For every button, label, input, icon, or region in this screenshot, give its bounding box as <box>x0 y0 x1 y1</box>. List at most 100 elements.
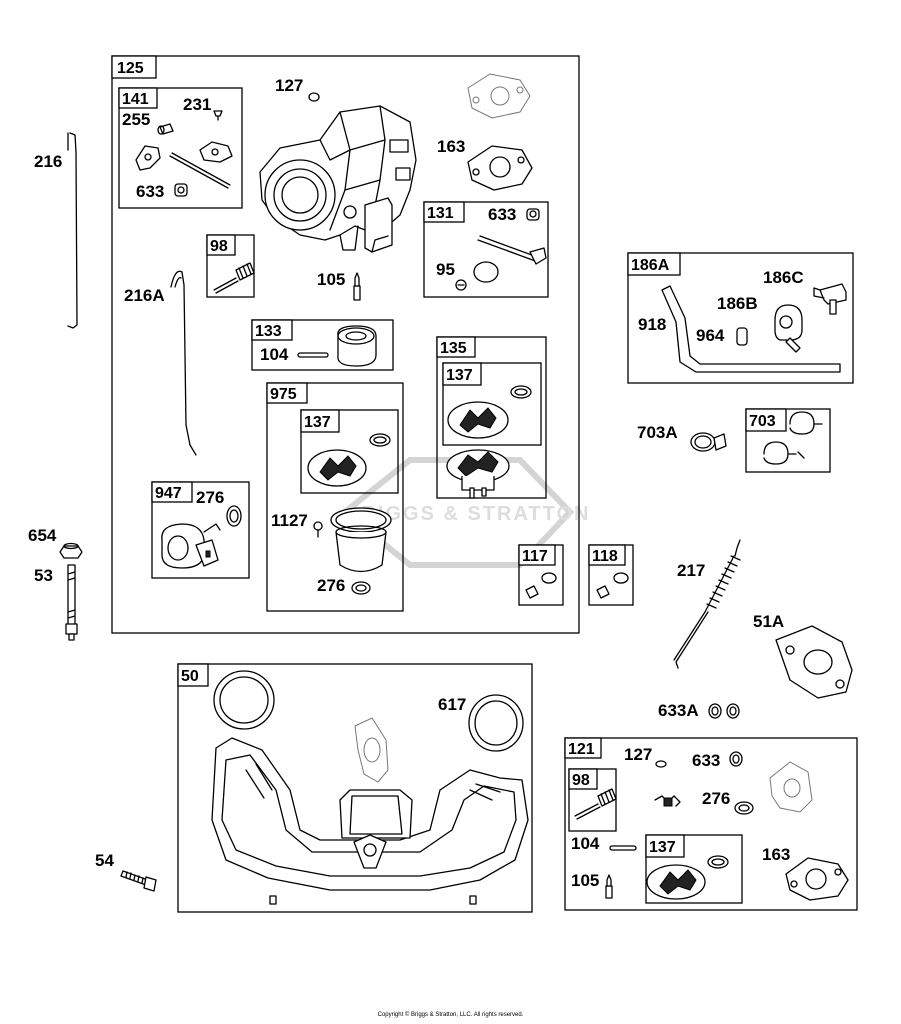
group-tag-121: 121 <box>568 741 595 758</box>
gasket-276-c <box>734 801 754 815</box>
diaphragm-137-c <box>646 855 729 900</box>
copyright-notice: Copyright © Briggs & Stratton, LLC. All … <box>377 1012 524 1018</box>
group-tag-975: 975 <box>270 386 297 403</box>
group-tag-947: 947 <box>155 485 182 502</box>
diaphragm-137-b <box>447 385 532 439</box>
fuel-valve-186B <box>774 304 803 353</box>
group-tag-137-a: 137 <box>304 414 331 431</box>
throttle-shaft-kit <box>135 110 233 197</box>
gasket-163 <box>467 145 533 191</box>
group-box-137-a <box>300 409 399 494</box>
needle-105 <box>353 272 361 301</box>
needle-105-b <box>605 874 613 899</box>
group-tag-125: 125 <box>117 60 144 77</box>
group-tag-50: 50 <box>181 668 199 685</box>
label-105-b: 105 <box>571 871 599 890</box>
screw-54 <box>120 870 157 892</box>
gasket-121-thin <box>769 761 813 813</box>
group-box-125 <box>111 55 580 634</box>
fuel-pump-135 <box>446 449 510 499</box>
fuel-solenoid-947 <box>161 505 242 569</box>
governor-link-rod <box>67 132 78 329</box>
group-tag-137-c: 137 <box>649 839 676 856</box>
o-ring-127-b <box>655 760 667 768</box>
label-53: 53 <box>34 566 53 585</box>
gasket-163-b <box>785 857 849 901</box>
intake-gasket-ring-left <box>213 670 275 730</box>
choke-valve-133 <box>337 325 377 367</box>
governor-spring-217 <box>673 539 741 669</box>
group-box-947 <box>151 481 250 579</box>
group-tag-98: 98 <box>210 238 228 255</box>
label-216A: 216A <box>124 286 165 305</box>
watermark-text: BRIGGS & STRATTON <box>345 503 590 525</box>
fuel-filter-964 <box>736 327 748 346</box>
intake-gasket-thin <box>354 717 389 783</box>
intake-gasket-617 <box>468 694 524 752</box>
group-box-141 <box>118 87 243 209</box>
label-127: 127 <box>275 76 303 95</box>
label-1127: 1127 <box>271 511 308 530</box>
seals-633A <box>708 703 740 719</box>
label-276: 276 <box>196 488 224 507</box>
label-105: 105 <box>317 270 345 289</box>
spring-121 <box>654 795 681 807</box>
idle-screw-98-b <box>574 788 617 820</box>
label-163-b: 163 <box>762 845 790 864</box>
intake-manifold-50 <box>211 737 529 905</box>
fuel-fitting-186C <box>813 283 847 315</box>
label-163: 163 <box>437 137 465 156</box>
group-tag-98-b: 98 <box>572 772 590 789</box>
label-104-b: 104 <box>571 834 600 853</box>
label-633-c: 633 <box>692 751 720 770</box>
label-54: 54 <box>95 851 114 870</box>
float-bowl-975 <box>313 507 392 595</box>
jet-kit-117 <box>525 572 557 599</box>
float-pin-104 <box>297 352 329 358</box>
label-654: 654 <box>28 526 57 545</box>
group-tag-703: 703 <box>749 413 776 430</box>
gasket-163-top <box>467 73 531 119</box>
diaphragm-137-a <box>307 433 391 487</box>
group-tag-131: 131 <box>427 205 454 222</box>
group-box-137-c <box>645 834 743 904</box>
stud-53 <box>65 564 78 641</box>
group-tag-137-b: 137 <box>446 367 473 384</box>
group-tag-118: 118 <box>592 548 618 565</box>
label-633-b: 633 <box>488 205 516 224</box>
label-217: 217 <box>677 561 705 580</box>
label-51A: 51A <box>753 612 784 631</box>
choke-shaft-kit-131 <box>455 208 547 291</box>
group-box-121 <box>564 737 858 911</box>
group-box-975 <box>266 382 404 612</box>
group-box-133 <box>251 319 394 371</box>
clamp-703A <box>690 432 727 452</box>
label-633: 633 <box>136 182 164 201</box>
group-tag-117: 117 <box>522 548 548 565</box>
label-255: 255 <box>122 110 150 129</box>
label-231: 231 <box>183 95 211 114</box>
fuel-line-918 <box>661 285 841 373</box>
seal-633-c <box>729 751 743 767</box>
nut-654 <box>59 542 83 559</box>
label-918: 918 <box>638 315 666 334</box>
label-617: 617 <box>438 695 466 714</box>
float-pin-104-b <box>609 845 637 851</box>
label-633A: 633A <box>658 701 699 720</box>
group-box-186A <box>627 252 854 384</box>
group-box-703 <box>745 408 831 473</box>
group-tag-133: 133 <box>255 323 282 340</box>
label-186B: 186B <box>717 294 758 313</box>
label-104: 104 <box>260 345 289 364</box>
watermark-logo: BRIGGS & STRATTON <box>340 457 590 568</box>
label-95: 95 <box>436 260 455 279</box>
group-box-50 <box>177 663 533 913</box>
idle-screw-98 <box>213 262 255 294</box>
label-964: 964 <box>696 326 725 345</box>
label-276-b: 276 <box>317 576 345 595</box>
choke-link-rod <box>170 270 197 456</box>
label-216: 216 <box>34 152 62 171</box>
jet-kit-118 <box>596 572 629 599</box>
group-tag-135: 135 <box>440 340 467 357</box>
